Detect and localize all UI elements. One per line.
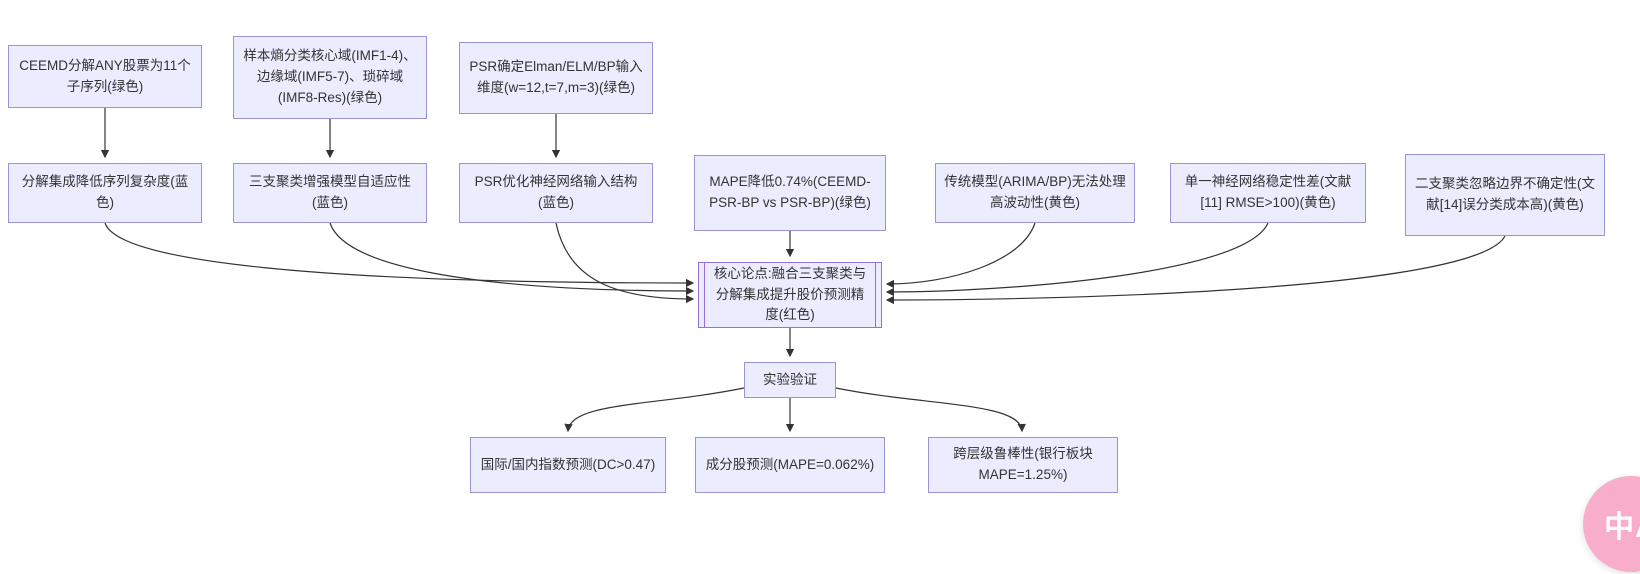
- edge-b3-core: [555, 222, 695, 304]
- node-two-way-clustering-limitation: 二支聚类忽略边界不确定性(文献[14]误分类成本高)(黄色): [1405, 154, 1605, 236]
- node-constituent-stock-prediction: 成分股预测(MAPE=0.062%): [695, 437, 885, 493]
- node-mape-reduction: MAPE降低0.74%(CEEMD-PSR-BP vs PSR-BP)(绿色): [694, 155, 886, 231]
- node-index-prediction: 国际/国内指数预测(DC>0.47): [470, 437, 666, 493]
- node-psr-optimizes-input-structure: PSR优化神经网络输入结构(蓝色): [459, 163, 653, 223]
- translate-button-label: 中A: [1604, 511, 1640, 544]
- edge-exp-c3: [835, 387, 1026, 433]
- node-decomposition-reduces-complexity: 分解集成降低序列复杂度(蓝色): [8, 163, 202, 223]
- edge-exp-c1: [564, 387, 745, 433]
- edge-b1-core: [104, 222, 695, 288]
- node-psr-input-dimension: PSR确定Elman/ELM/BP输入维度(w=12,t=7,m=3)(绿色): [459, 42, 653, 114]
- edge-b7-core: [885, 235, 1506, 305]
- edge-b6-core: [885, 222, 1269, 297]
- node-traditional-model-limitation: 传统模型(ARIMA/BP)无法处理高波动性(黄色): [935, 163, 1135, 223]
- node-cross-level-robustness: 跨层级鲁棒性(银行板块MAPE=1.25%): [928, 437, 1118, 493]
- edge-b2-core: [329, 222, 695, 296]
- node-experimental-validation: 实验验证: [744, 362, 836, 398]
- node-single-nn-instability: 单一神经网络稳定性差(文献[11] RMSE>100)(黄色): [1170, 163, 1366, 223]
- node-core-thesis: 核心论点:融合三支聚类与分解集成提升股价预测精度(红色): [698, 262, 882, 328]
- node-three-way-clustering-adaptivity: 三支聚类增强模型自适应性(蓝色): [233, 163, 427, 223]
- node-ceemd-decomposition: CEEMD分解ANY股票为11个子序列(绿色): [8, 45, 202, 108]
- node-sample-entropy-classification: 样本熵分类核心域(IMF1-4)、边缘域(IMF5-7)、琐碎域(IMF8-Re…: [233, 36, 427, 119]
- edge-b5-core: [885, 222, 1036, 289]
